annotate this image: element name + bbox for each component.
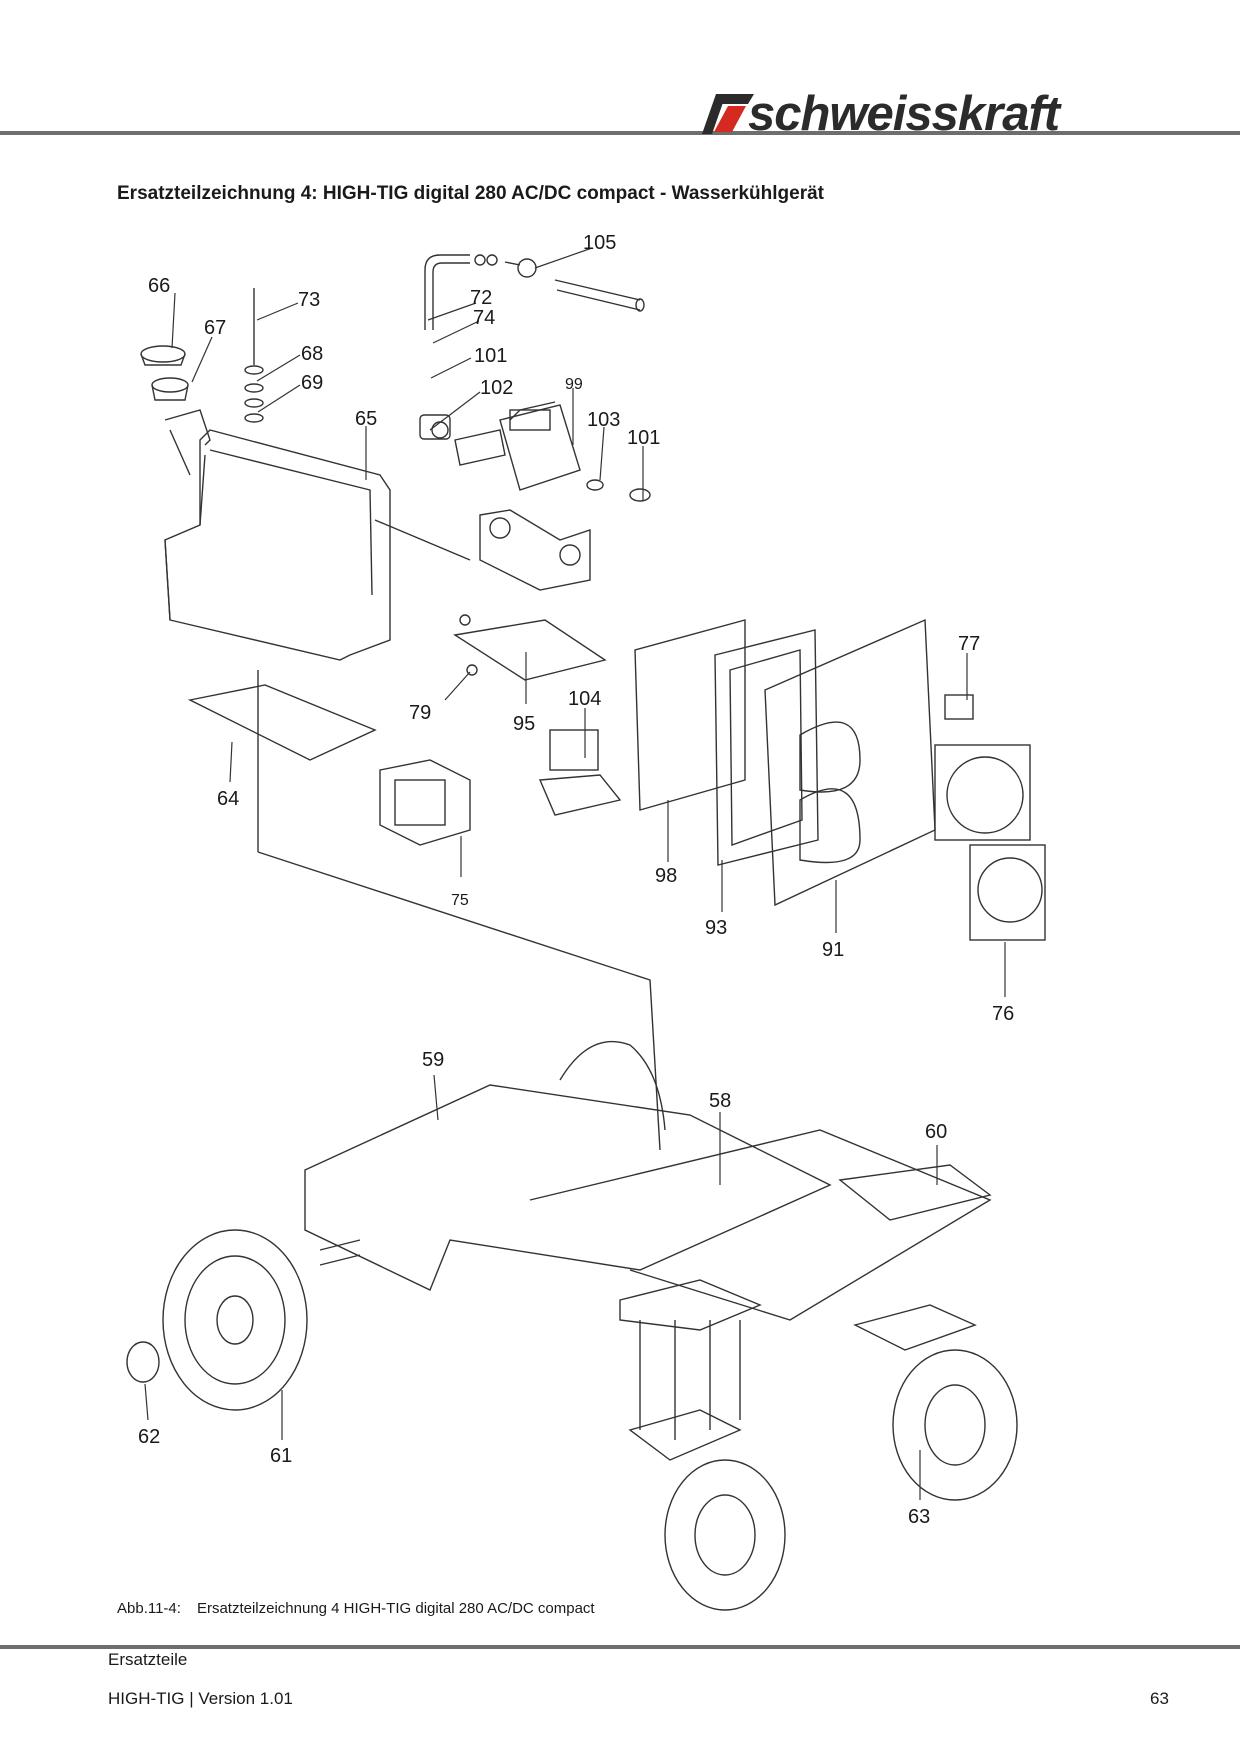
callout-label: 91 <box>822 939 844 961</box>
brand-logo: schweisskraft <box>702 87 1162 141</box>
callout-label: 75 <box>451 892 469 909</box>
callout-label: 79 <box>409 702 431 724</box>
callout-label: 99 <box>565 376 583 393</box>
caption-label: Abb.11-4: <box>117 1600 181 1617</box>
footer-document: HIGH-TIG | Version 1.01 <box>108 1689 293 1708</box>
callout-label: 69 <box>301 372 323 394</box>
callout-label: 58 <box>709 1090 731 1112</box>
callout-label: 104 <box>568 688 601 710</box>
callout-label: 67 <box>204 317 226 339</box>
header-rule <box>0 131 1240 135</box>
callout-label: 95 <box>513 713 535 735</box>
callout-label: 65 <box>355 408 377 430</box>
page-title: Ersatzteilzeichnung 4: HIGH-TIG digital … <box>117 183 825 204</box>
callout-label: 59 <box>422 1049 444 1071</box>
callout-label: 60 <box>925 1121 947 1143</box>
logo-mark-icon <box>702 94 754 134</box>
callout-label: 74 <box>473 307 495 329</box>
callout-label: 63 <box>908 1506 930 1528</box>
callout-label: 64 <box>217 788 239 810</box>
callout-label: 105 <box>583 232 616 254</box>
figure-caption: Abb.11-4: Ersatzteilzeichnung 4 HIGH-TIG … <box>117 1600 595 1617</box>
callout-label: 77 <box>958 633 980 655</box>
caption-text: Ersatzteilzeichnung 4 HIGH-TIG digital 2… <box>196 1600 595 1617</box>
logo-text: schweisskraft <box>748 87 1060 141</box>
callout-label: 68 <box>301 343 323 365</box>
leader-lines <box>144 247 1006 1500</box>
callout-label: 101 <box>474 345 507 367</box>
footer-rule <box>0 1645 1240 1649</box>
callout-label: 102 <box>480 377 513 399</box>
callout-label: 73 <box>298 289 320 311</box>
callout-label: 103 <box>587 409 620 431</box>
drawing-linework <box>126 254 1046 1611</box>
callout-label: 72 <box>470 287 492 309</box>
callout-label: 101 <box>627 427 660 449</box>
callout-label: 93 <box>705 917 727 939</box>
page-number: 63 <box>1150 1689 1169 1708</box>
callout-labels: 105 66 73 72 74 67 68 101 69 102 99 65 1… <box>138 232 1014 1528</box>
callout-label: 62 <box>138 1426 160 1448</box>
callout-label: 66 <box>148 275 170 297</box>
callout-label: 61 <box>270 1445 292 1467</box>
footer-section: Ersatzteile <box>108 1650 188 1669</box>
callout-label: 76 <box>992 1003 1014 1025</box>
callout-label: 98 <box>655 865 677 887</box>
